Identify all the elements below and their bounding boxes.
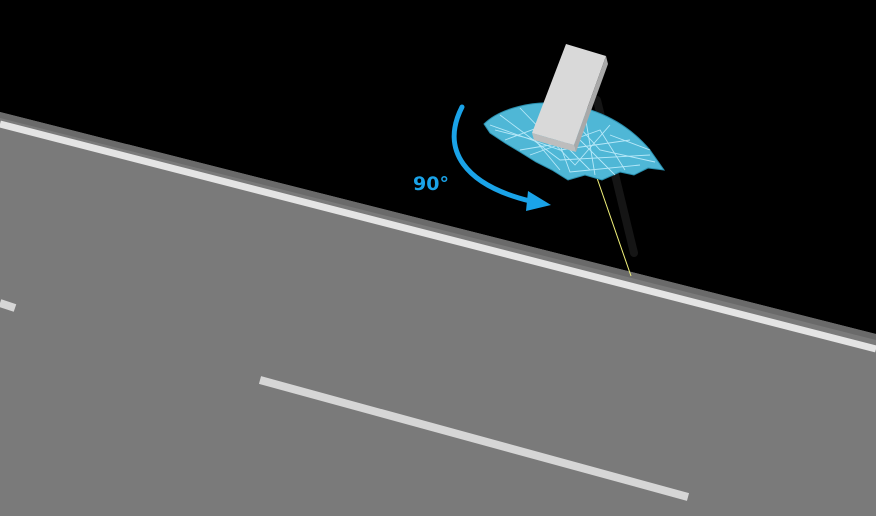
road-shoulder-shadow: [0, 112, 876, 340]
road-edge-line: [0, 120, 876, 353]
lane-marking-dash: [258, 376, 690, 501]
rotation-arrow: [451, 104, 551, 211]
road-surface: [0, 112, 876, 516]
rotation-angle-label: 90°: [413, 173, 449, 195]
lane-marking-dash: [0, 299, 17, 312]
payload-box: [532, 44, 608, 152]
